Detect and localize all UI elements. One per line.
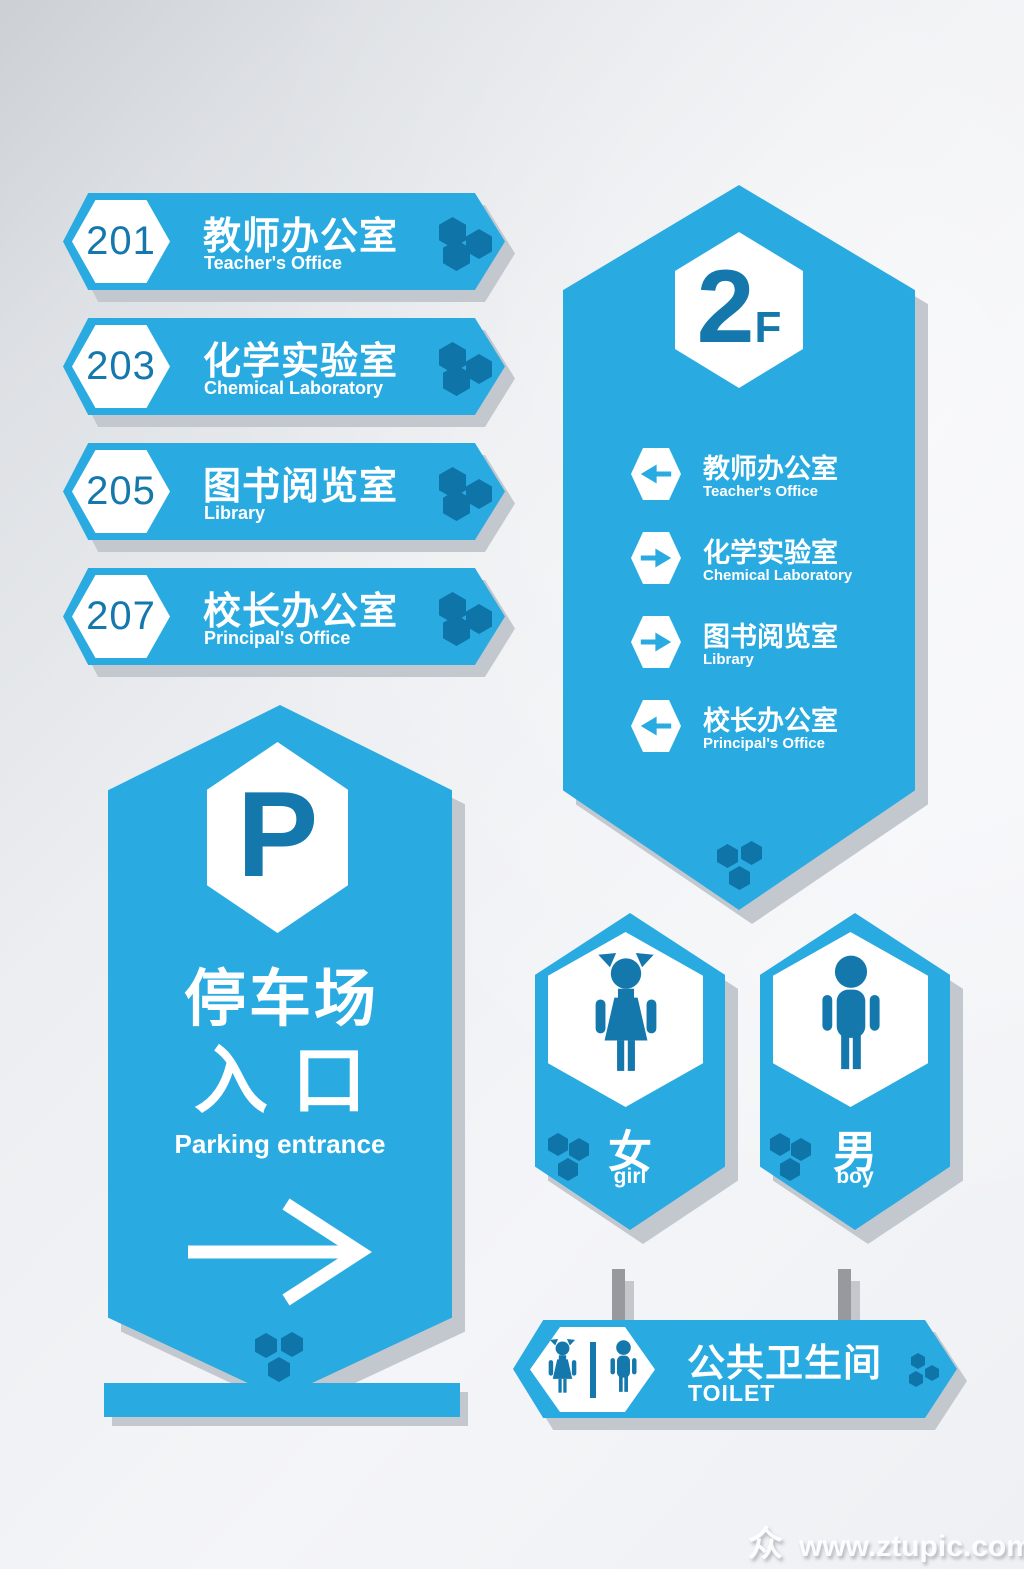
toilet-sign-title-en: TOILET	[688, 1380, 776, 1406]
sign-post	[838, 1269, 851, 1322]
toilet-label-en: boy	[836, 1165, 874, 1188]
toilet-icon-badge	[548, 932, 703, 1107]
room-number: 201	[86, 219, 156, 263]
boy-icon	[821, 955, 880, 1069]
directory-title-en: Principal's Office	[703, 735, 825, 752]
toilet-label-zh: 男	[833, 1128, 877, 1177]
direction-arrow-badge	[631, 532, 681, 584]
arrow-left-icon	[640, 716, 672, 736]
parking-symbol: P	[236, 765, 319, 902]
sign-post-shadow	[851, 1281, 860, 1322]
girl-icon	[548, 1339, 576, 1393]
toilet-icons-badge	[530, 1327, 655, 1412]
parking-title-line1: 停车场	[183, 965, 380, 1034]
hex-cluster-icon	[770, 1133, 815, 1183]
parking-sign-base	[104, 1383, 460, 1417]
room-title-en: Principal's Office	[204, 628, 351, 648]
sign-post	[612, 1269, 625, 1322]
watermark-site-name: 众图网	[748, 1525, 786, 1564]
hex-cluster-icon	[439, 467, 495, 523]
room-title-en: Chemical Laboratory	[204, 378, 384, 398]
hex-cluster-icon	[717, 841, 765, 891]
toilet-sign-girl: 女 girl	[535, 913, 725, 1230]
divider	[589, 1341, 596, 1398]
hex-cluster-icon	[439, 592, 495, 648]
room-title-zh: 化学实验室	[203, 341, 399, 383]
room-title-en: Library	[204, 503, 266, 523]
arrow-right-icon	[188, 1198, 372, 1306]
sign-post-shadow	[625, 1281, 634, 1322]
hex-cluster-icon	[255, 1332, 305, 1384]
toilet-direction-sign: 公共卫生间 TOILET	[513, 1320, 957, 1418]
directory-title-en: Teacher's Office	[703, 483, 819, 500]
directory-title-zh: 教师办公室	[703, 454, 838, 484]
parking-sign: P 停车场 入口 Parking entrance	[108, 705, 452, 1398]
direction-arrow-badge	[631, 616, 681, 668]
toilet-label-en: girl	[613, 1165, 647, 1188]
hex-cluster-icon	[909, 1352, 943, 1390]
directory-title-zh: 图书阅览室	[703, 622, 838, 652]
toilet-icon-badge	[773, 932, 928, 1107]
directory-entry: 图书阅览室 Library	[631, 613, 893, 671]
arrow-left-icon	[640, 464, 672, 484]
directory-entry: 化学实验室 Chemical Laboratory	[631, 529, 893, 587]
room-title-zh: 教师办公室	[203, 216, 399, 258]
directory-title-en: Chemical Laboratory	[703, 567, 853, 584]
toilet-sign-title-zh: 公共卫生间	[687, 1343, 883, 1385]
toilet-sign-boy: 男 boy	[760, 913, 950, 1230]
directory-title-en: Library	[703, 651, 754, 668]
directory-entry: 校长办公室 Principal's Office	[631, 697, 893, 755]
room-sign-201: 201 教师办公室 Teacher's Office	[63, 193, 505, 290]
room-title-zh: 图书阅览室	[203, 466, 399, 508]
room-sign-207: 207 校长办公室 Principal's Office	[63, 568, 505, 665]
parking-title-line2: 入口	[194, 1039, 390, 1122]
room-number-badge: 201	[72, 200, 170, 283]
room-number-badge: 207	[72, 575, 170, 658]
girl-icon	[595, 952, 656, 1071]
room-title-zh: 校长办公室	[203, 591, 399, 633]
direction-arrow-badge	[631, 448, 681, 500]
watermark: 众图网 www.ztupic.com	[748, 1516, 1024, 1569]
room-sign-205: 205 图书阅览室 Library	[63, 443, 505, 540]
directory-title-zh: 化学实验室	[703, 538, 838, 568]
room-number-badge: 203	[72, 325, 170, 408]
hex-cluster-icon	[439, 217, 495, 273]
directory-title-zh: 校长办公室	[703, 706, 838, 736]
arrow-right-icon	[640, 548, 672, 568]
room-number: 207	[86, 594, 156, 638]
parking-subtitle: Parking entrance	[174, 1129, 386, 1159]
direction-arrow-badge	[631, 700, 681, 752]
room-sign-203: 203 化学实验室 Chemical Laboratory	[63, 318, 505, 415]
toilet-label-zh: 女	[608, 1128, 652, 1177]
parking-badge: P	[207, 742, 348, 933]
room-number: 203	[86, 344, 156, 388]
directory-entry: 教师办公室 Teacher's Office	[631, 445, 893, 503]
arrow-right-icon	[640, 632, 672, 652]
hex-cluster-icon	[548, 1133, 593, 1183]
room-number-badge: 205	[72, 450, 170, 533]
room-number: 205	[86, 469, 156, 513]
room-title-en: Teacher's Office	[204, 253, 343, 273]
watermark-site-url: www.ztupic.com	[799, 1530, 1024, 1563]
hex-cluster-icon	[439, 342, 495, 398]
floor-number: 2	[696, 249, 755, 365]
floor-suffix: F	[754, 303, 782, 352]
boy-icon	[609, 1340, 637, 1392]
